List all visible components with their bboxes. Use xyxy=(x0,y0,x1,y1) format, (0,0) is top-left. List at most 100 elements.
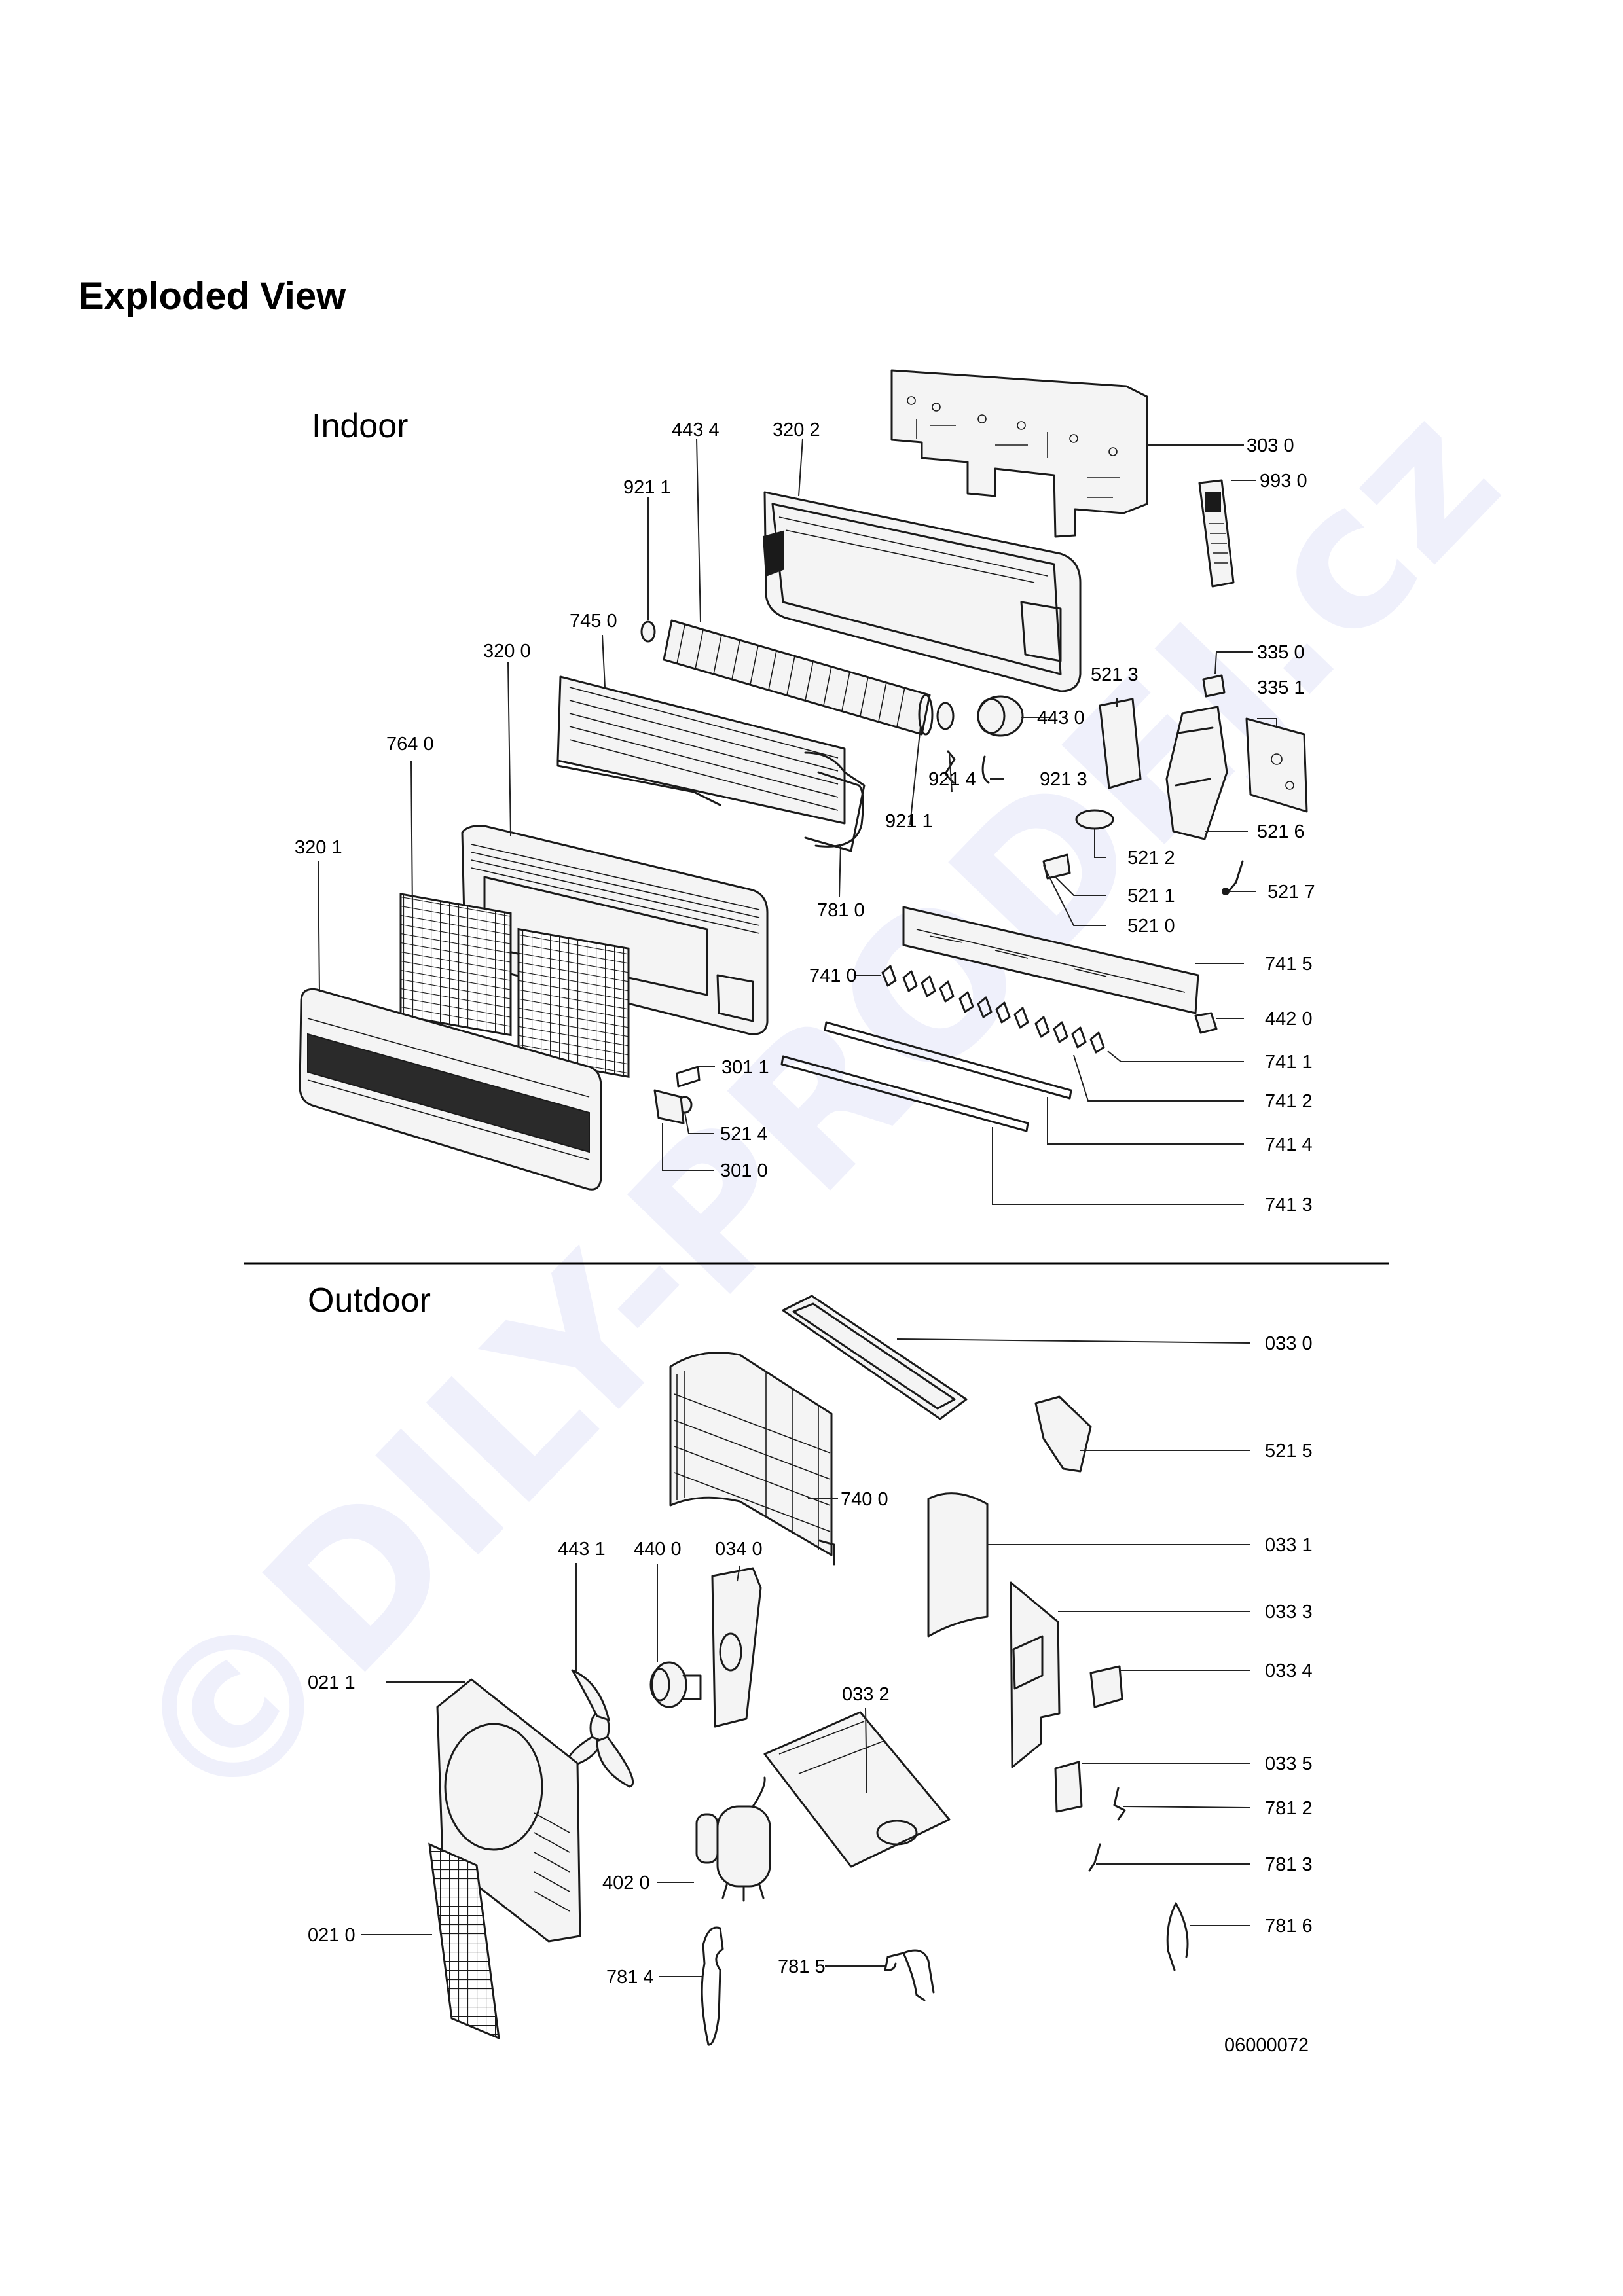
reactor-bracket xyxy=(1054,1761,1083,1813)
callout-034-0: 034 0 xyxy=(715,1539,763,1560)
callout-320-1: 320 1 xyxy=(295,837,342,858)
room-sensor-tip xyxy=(1222,888,1230,895)
right-side-panel xyxy=(927,1492,989,1638)
fan-grille xyxy=(428,1842,500,2040)
callout-781-5: 781 5 xyxy=(778,1956,826,1977)
callout-320-0: 320 0 xyxy=(483,641,531,662)
callout-033-4: 033 4 xyxy=(1265,1660,1313,1681)
callout-335-1: 335 1 xyxy=(1257,677,1305,698)
indoor-section-title: Indoor xyxy=(312,407,408,445)
callout-781-0: 781 0 xyxy=(817,900,865,921)
display-spring xyxy=(676,1066,701,1088)
callout-521-4: 521 4 xyxy=(720,1124,768,1145)
room-sensor xyxy=(1224,860,1244,893)
discharge-pipe-branch xyxy=(902,1949,935,1994)
page-title: Exploded View xyxy=(79,275,346,317)
callout-033-2: 033 2 xyxy=(842,1684,890,1705)
callout-033-0: 033 0 xyxy=(1265,1333,1313,1354)
callout-921-1-top: 921 1 xyxy=(623,477,671,498)
callout-741-3: 741 3 xyxy=(1265,1194,1313,1215)
callout-021-1: 021 1 xyxy=(308,1672,356,1693)
callout-521-5: 521 5 xyxy=(1265,1441,1313,1462)
callout-033-5: 033 5 xyxy=(1265,1753,1313,1774)
callout-993-0: 993 0 xyxy=(1260,471,1307,492)
callout-033-3: 033 3 xyxy=(1265,1602,1313,1623)
callout-741-5: 741 5 xyxy=(1265,954,1313,975)
louver-clips xyxy=(881,965,1105,1054)
callout-521-0: 521 0 xyxy=(1127,916,1175,937)
evaporator-coil xyxy=(556,675,866,852)
louver-frame xyxy=(902,906,1199,1014)
outdoor-parts xyxy=(428,1295,1189,2046)
callout-521-1: 521 1 xyxy=(1127,886,1175,906)
air-filter-left xyxy=(399,893,512,1037)
drawing-number: 06000072 xyxy=(1224,2035,1309,2056)
suction-pipe xyxy=(701,1926,724,2046)
ambient-sensor xyxy=(1088,1843,1101,1872)
louver-rod-lower xyxy=(780,1055,1029,1132)
callout-781-4: 781 4 xyxy=(606,1967,654,1988)
terminal-cover xyxy=(1089,1665,1123,1708)
callout-741-0: 741 0 xyxy=(809,965,857,986)
compressor xyxy=(695,1776,771,1902)
callout-021-0: 021 0 xyxy=(308,1925,356,1946)
callout-521-7: 521 7 xyxy=(1267,882,1315,903)
louver-rod-upper xyxy=(824,1021,1072,1100)
remote-control xyxy=(1198,479,1235,588)
control-box-cover xyxy=(1099,698,1142,789)
tangential-fan xyxy=(663,619,934,736)
callout-921-1-bottom: 921 1 xyxy=(885,811,933,832)
callout-443-0: 443 0 xyxy=(1037,708,1085,728)
mounting-plate xyxy=(890,369,1148,538)
callout-443-4: 443 4 xyxy=(672,420,720,440)
display-receiver xyxy=(1075,809,1114,830)
callout-521-2: 521 2 xyxy=(1127,848,1175,869)
callout-745-0: 745 0 xyxy=(570,611,617,632)
top-cover xyxy=(782,1295,968,1420)
callout-521-6: 521 6 xyxy=(1257,821,1305,842)
electrical-panel xyxy=(1010,1581,1061,1768)
indoor-callouts: 303 0 993 0 443 4 320 2 921 1 745 0 320 … xyxy=(295,420,1315,1215)
callout-741-4: 741 4 xyxy=(1265,1134,1313,1155)
electronic-control-box xyxy=(1165,674,1308,840)
callout-402-0: 402 0 xyxy=(602,1873,650,1893)
rear-housing xyxy=(762,491,1082,692)
callout-303-0: 303 0 xyxy=(1247,435,1294,456)
callout-781-3: 781 3 xyxy=(1265,1854,1313,1875)
callout-740-0: 740 0 xyxy=(841,1489,888,1510)
fan-motor-outdoor xyxy=(649,1661,702,1708)
callout-033-1: 033 1 xyxy=(1265,1535,1313,1556)
outdoor-callouts: 033 0 521 5 740 0 033 1 443 1 440 0 034 … xyxy=(308,1333,1313,1988)
swing-motor xyxy=(1194,1012,1218,1034)
discharge-sensor xyxy=(1166,1902,1189,1971)
callout-440-0: 440 0 xyxy=(634,1539,682,1560)
indoor-parts xyxy=(299,369,1308,1191)
pipe-sensor xyxy=(1113,1787,1126,1821)
callout-781-2: 781 2 xyxy=(1265,1798,1313,1819)
display-board xyxy=(653,1089,685,1124)
callout-741-1: 741 1 xyxy=(1265,1052,1313,1073)
outdoor-terminal-box xyxy=(1034,1395,1092,1473)
partition-plate xyxy=(711,1567,762,1728)
terminal-block xyxy=(1042,853,1071,880)
callout-335-0: 335 0 xyxy=(1257,642,1305,663)
callout-301-0: 301 0 xyxy=(720,1160,768,1181)
callout-741-2: 741 2 xyxy=(1265,1091,1313,1112)
fan-motor-indoor xyxy=(936,695,1024,784)
condenser-coil xyxy=(669,1352,835,1566)
bearing-top xyxy=(640,620,656,643)
callout-521-3: 521 3 xyxy=(1091,664,1139,685)
partition-hole xyxy=(719,1632,742,1672)
callout-443-1: 443 1 xyxy=(558,1539,606,1560)
front-panel xyxy=(299,988,602,1191)
axial-fan-blade xyxy=(566,1669,634,1788)
callout-921-3: 921 3 xyxy=(1040,769,1087,790)
callout-781-6: 781 6 xyxy=(1265,1916,1313,1937)
base-pan xyxy=(763,1711,951,1868)
callout-301-1: 301 1 xyxy=(721,1057,769,1078)
outdoor-section-title: Outdoor xyxy=(308,1282,431,1319)
callout-764-0: 764 0 xyxy=(386,734,434,755)
callout-921-4: 921 4 xyxy=(928,769,976,790)
callout-320-2: 320 2 xyxy=(773,420,820,440)
